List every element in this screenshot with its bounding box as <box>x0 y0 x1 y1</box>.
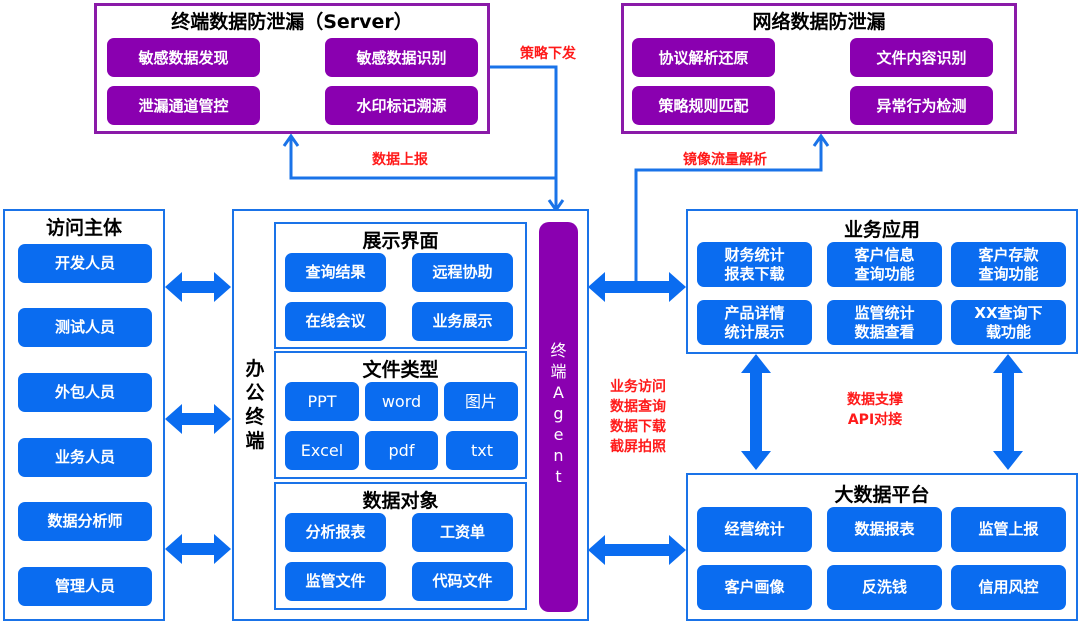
access-subjects-panel: 访问主体 开发人员 测试人员 外包人员 业务人员 数据分析师 管理人员 <box>3 209 165 621</box>
network-dlp-panel: 网络数据防泄漏 协议解析还原 文件内容识别 策略规则匹配 异常行为检测 <box>621 3 1017 134</box>
network-dlp-item[interactable]: 文件内容识别 <box>850 38 993 77</box>
business-apps-title: 业务应用 <box>843 219 920 241</box>
double-arrow-subjects-bottom <box>165 534 231 564</box>
data-objects-panel: 数据对象 分析报表 工资单 监管文件 代码文件 <box>274 482 527 610</box>
mirror-traffic-arrowhead <box>812 133 830 147</box>
file-type-item[interactable]: PPT <box>285 382 359 421</box>
data-object-item[interactable]: 监管文件 <box>285 562 386 601</box>
big-data-item[interactable]: 信用风控 <box>951 565 1066 610</box>
big-data-item[interactable]: 数据报表 <box>827 507 942 552</box>
business-app-item[interactable]: XX查询下 载功能 <box>951 300 1066 345</box>
business-app-item[interactable]: 客户信息 查询功能 <box>827 242 942 287</box>
big-data-item[interactable]: 反洗钱 <box>827 565 942 610</box>
data-support-label: 数据支撑 API对接 <box>847 392 903 428</box>
big-data-panel: 大数据平台 经营统计 数据报表 监管上报 客户画像 反洗钱 信用风控 <box>686 473 1078 621</box>
data-object-item[interactable]: 分析报表 <box>285 513 386 552</box>
mirror-traffic-label: 镜像流量解析 <box>683 152 767 168</box>
terminal-agent-label: 终端Agent <box>550 341 567 486</box>
subject-item[interactable]: 业务人员 <box>18 438 152 477</box>
business-app-item[interactable]: 产品详情 统计展示 <box>697 300 812 345</box>
subject-item[interactable]: 数据分析师 <box>18 502 152 541</box>
double-arrow-subjects-top <box>165 272 231 302</box>
server-dlp-item[interactable]: 泄漏通道管控 <box>107 86 260 125</box>
business-app-item[interactable]: 客户存款 查询功能 <box>951 242 1066 287</box>
business-apps-panel: 业务应用 财务统计 报表下载 客户信息 查询功能 客户存款 查询功能 产品详情 … <box>686 209 1078 354</box>
server-dlp-title: 终端数据防泄漏（Server） <box>171 11 413 33</box>
policy-push-line <box>490 65 558 208</box>
display-item[interactable]: 业务展示 <box>412 302 513 341</box>
file-type-item[interactable]: 图片 <box>444 382 518 421</box>
file-types-panel: 文件类型 PPT word 图片 Excel pdf txt <box>274 351 527 479</box>
data-object-item[interactable]: 工资单 <box>412 513 513 552</box>
display-title: 展示界面 <box>362 230 439 252</box>
file-type-item[interactable]: pdf <box>365 431 438 470</box>
double-arrow-apps-bigdata-right <box>993 354 1023 470</box>
file-type-item[interactable]: Excel <box>285 431 359 470</box>
network-dlp-item[interactable]: 异常行为检测 <box>850 86 993 125</box>
data-objects-title: 数据对象 <box>362 490 439 512</box>
display-item[interactable]: 在线会议 <box>285 302 386 341</box>
display-item[interactable]: 查询结果 <box>285 253 386 292</box>
office-terminal-title: 办公终端 <box>245 358 265 452</box>
big-data-item[interactable]: 监管上报 <box>951 507 1066 552</box>
subject-item[interactable]: 管理人员 <box>18 567 152 606</box>
big-data-item[interactable]: 经营统计 <box>697 507 812 552</box>
network-dlp-item[interactable]: 协议解析还原 <box>632 38 775 77</box>
double-arrow-subjects-mid <box>165 404 231 434</box>
server-dlp-item[interactable]: 敏感数据发现 <box>107 38 260 77</box>
business-app-item[interactable]: 监管统计 数据查看 <box>827 300 942 345</box>
double-arrow-apps-bigdata-left <box>741 354 771 470</box>
subject-item[interactable]: 测试人员 <box>18 308 152 347</box>
data-object-item[interactable]: 代码文件 <box>412 562 513 601</box>
server-dlp-item[interactable]: 水印标记溯源 <box>325 86 478 125</box>
double-arrow-agent-bigdata <box>588 535 686 565</box>
display-item[interactable]: 远程协助 <box>412 253 513 292</box>
terminal-agent[interactable]: 终端Agent <box>539 222 578 612</box>
network-dlp-item[interactable]: 策略规则匹配 <box>632 86 775 125</box>
office-terminal-panel: 办公终端 展示界面 查询结果 远程协助 在线会议 业务展示 文件类型 PPT w… <box>232 209 589 621</box>
access-subjects-title: 访问主体 <box>45 217 122 239</box>
big-data-item[interactable]: 客户画像 <box>697 565 812 610</box>
file-type-item[interactable]: word <box>365 382 438 421</box>
subject-item[interactable]: 开发人员 <box>18 244 152 283</box>
network-dlp-title: 网络数据防泄漏 <box>752 11 886 33</box>
data-report-label: 数据上报 <box>372 152 428 168</box>
display-panel: 展示界面 查询结果 远程协助 在线会议 业务展示 <box>274 222 527 349</box>
server-dlp-item[interactable]: 敏感数据识别 <box>325 38 478 77</box>
file-types-title: 文件类型 <box>362 359 439 381</box>
subject-item[interactable]: 外包人员 <box>18 373 152 412</box>
access-actions-label: 业务访问 数据查询 数据下载 截屏拍照 <box>610 379 666 455</box>
data-report-arrowhead <box>282 133 300 147</box>
big-data-title: 大数据平台 <box>834 484 930 506</box>
server-dlp-panel: 终端数据防泄漏（Server） 敏感数据发现 敏感数据识别 泄漏通道管控 水印标… <box>94 3 490 134</box>
double-arrow-agent-apps <box>588 272 686 302</box>
policy-push-label: 策略下发 <box>520 46 576 62</box>
file-type-item[interactable]: txt <box>446 431 518 470</box>
business-app-item[interactable]: 财务统计 报表下载 <box>697 242 812 287</box>
